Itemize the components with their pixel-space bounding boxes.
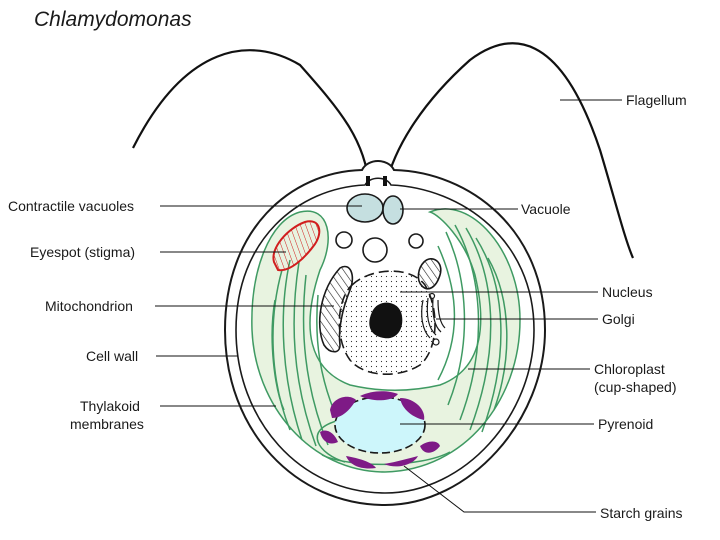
contractile-vacuole-2 xyxy=(382,195,404,225)
basal-body-left xyxy=(366,176,370,186)
mitochondrion-right xyxy=(417,258,442,290)
diagram-title: Chlamydomonas xyxy=(34,8,192,31)
label-chloroplast-2: (cup-shaped) xyxy=(594,379,677,395)
label-thylakoid-1: Thylakoid xyxy=(80,398,140,414)
vacuole-small-2 xyxy=(362,237,388,263)
nucleolus xyxy=(369,302,403,339)
label-mitochondrion: Mitochondrion xyxy=(45,298,133,314)
flagellum-left xyxy=(132,49,371,186)
label-thylakoid-2: membranes xyxy=(70,416,144,432)
starch-grains xyxy=(320,391,440,469)
label-cell-wall: Cell wall xyxy=(86,348,138,364)
label-nucleus: Nucleus xyxy=(602,284,653,300)
label-pyrenoid: Pyrenoid xyxy=(598,416,653,432)
leader-starch-grains xyxy=(403,465,596,513)
label-flagellum: Flagellum xyxy=(626,92,687,108)
golgi xyxy=(421,292,446,346)
eyespot xyxy=(272,220,321,272)
label-chloroplast-1: Chloroplast xyxy=(594,361,665,377)
contractile-vacuole-1 xyxy=(346,193,384,223)
label-vacuole: Vacuole xyxy=(521,201,571,217)
label-golgi: Golgi xyxy=(602,311,635,327)
label-starch-grains: Starch grains xyxy=(600,505,682,521)
vacuole-small-3 xyxy=(408,233,424,249)
chloroplast xyxy=(251,208,521,473)
vacuole-small-1 xyxy=(335,231,353,249)
flagellum-right xyxy=(384,42,635,259)
label-contractile-vacuoles: Contractile vacuoles xyxy=(8,198,134,214)
basal-body-right xyxy=(383,176,387,186)
label-eyespot: Eyespot (stigma) xyxy=(30,244,135,260)
mitochondrion-left xyxy=(318,265,354,353)
